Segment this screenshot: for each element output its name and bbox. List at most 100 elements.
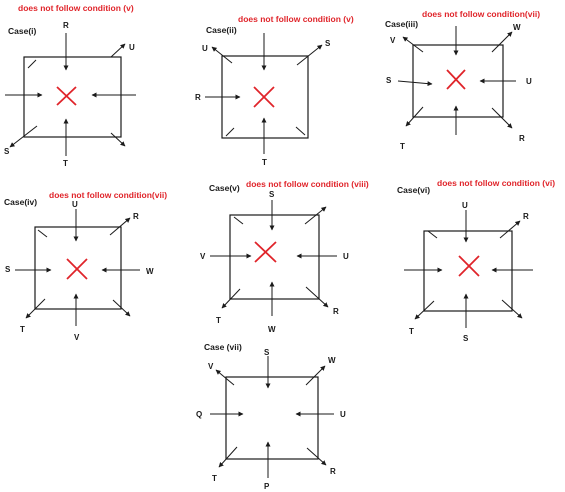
case-6-label-top: U — [462, 201, 468, 210]
case-2-top-right-arrow — [296, 44, 323, 66]
case-3-diagram: does not follow condition(vii) Case(iii)… — [385, 9, 540, 151]
case-1-bottom-left-arrow — [9, 125, 38, 148]
case-5-label-right: U — [343, 252, 349, 261]
case-2-label: Case(ii) — [206, 25, 237, 35]
case-3-label-top-left: V — [390, 36, 396, 45]
case-3-label-top-right: W — [513, 23, 521, 32]
case-5-label-top: S — [269, 190, 275, 199]
case-3-label-bottom-right: R — [519, 134, 525, 143]
case-3-top-right-arrow — [491, 31, 513, 53]
case-6-top-left-tick — [427, 230, 438, 239]
case-5-bottom-left-arrow — [221, 288, 241, 309]
case-5-label-bottom: W — [268, 325, 276, 334]
case-2-label-top-left: U — [202, 44, 208, 53]
case-7-label-top-left: V — [208, 362, 214, 371]
case-3-label-right: U — [526, 77, 532, 86]
case-6-label: Case(vi) — [397, 185, 430, 195]
case-7-label-bottom-right: R — [330, 467, 336, 476]
case-1-label-top: R — [63, 21, 69, 30]
case-1-label: Case(i) — [8, 26, 37, 36]
case-4-note: does not follow condition(vii) — [49, 190, 167, 200]
case-5-diagram: does not follow condition (viii) Case(v)… — [200, 179, 369, 334]
case-3-label: Case(iii) — [385, 19, 418, 29]
case-5-cross-b — [254, 241, 277, 263]
case-6-bottom-right-arrow — [501, 299, 523, 319]
case-7-top-left-arrow — [215, 369, 235, 386]
case-4-label-bottom: V — [74, 333, 80, 342]
case-5-box — [229, 214, 320, 300]
case-4-top-left-tick — [37, 229, 48, 238]
case-6-label-top-right: R — [523, 212, 529, 221]
case-6-bottom-left-arrow — [414, 300, 435, 320]
case-2-top-left-arrow — [211, 46, 233, 64]
case-1-label-bottom: T — [63, 159, 68, 168]
case-5-label-bottom-right: R — [333, 307, 339, 316]
case-7-label-bottom-left: T — [212, 474, 217, 483]
case-3-cross-b — [446, 69, 466, 90]
case-6-top-right-arrow — [499, 220, 521, 239]
case-4-label-top: U — [72, 200, 78, 209]
case-2-label-bottom: T — [262, 158, 267, 167]
case-4-label-bottom-left: T — [20, 325, 25, 334]
case-3-bottom-left-arrow — [405, 106, 424, 127]
case-7-box — [225, 376, 319, 460]
case-5-top-left-tick — [233, 216, 244, 225]
case-3-left-arrow — [397, 80, 433, 87]
case-3-label-left: S — [386, 76, 392, 85]
case-1-top-left-tick — [27, 59, 37, 69]
case-4-bottom-left-arrow — [25, 298, 46, 319]
case-4-bottom-right-arrow — [112, 299, 131, 317]
case-3-label-bottom-left: T — [400, 142, 405, 151]
case-5-bottom-right-arrow — [305, 286, 329, 308]
case-1-bottom-right-arrow — [110, 132, 126, 147]
case-1-note: does not follow condition (v) — [18, 3, 134, 13]
case-6-note: does not follow condition (vi) — [437, 178, 555, 188]
case-4-label-top-right: R — [133, 212, 139, 221]
case-2-diagram: does not follow condition (v) Case(ii) U… — [195, 14, 354, 167]
case-7-label-top: S — [264, 348, 270, 357]
case-1-label-bottom-left: S — [4, 147, 10, 156]
case-5-top-right-arrow — [304, 206, 327, 225]
case-6-cross-b — [458, 255, 480, 277]
case-1-label-top-right: U — [129, 43, 135, 52]
case-2-bottom-left-tick — [225, 127, 235, 137]
case-4-diagram: does not follow condition(vii) Case(iv) … — [4, 190, 167, 342]
case-1-cross-b — [56, 86, 77, 106]
case-5-note: does not follow condition (viii) — [246, 179, 369, 189]
case-6-label-bottom-left: T — [409, 327, 414, 336]
case-1-diagram: does not follow condition (v) Case(i) R … — [4, 3, 136, 168]
case-4-cross-b — [66, 258, 88, 280]
case-3-note: does not follow condition(vii) — [422, 9, 540, 19]
case-7-label-left: Q — [196, 410, 202, 419]
case-5-label: Case(v) — [209, 183, 240, 193]
case-5-label-left: V — [200, 252, 206, 261]
case-4-top-right-arrow — [109, 217, 131, 236]
case-7-label: Case (vii) — [204, 342, 242, 352]
case-4-label-left: S — [5, 265, 11, 274]
case-7-label-top-right: W — [328, 356, 336, 365]
case-7-bottom-left-arrow — [218, 446, 238, 468]
case-1-top-right-arrow — [110, 43, 126, 58]
case-3-top-left-arrow — [402, 36, 424, 53]
case-7-label-bottom: P — [264, 482, 270, 491]
case-7-top-right-arrow — [305, 365, 326, 386]
case-6-diagram: does not follow condition (vi) Case(vi) … — [397, 178, 555, 343]
case-4-label-right: W — [146, 267, 154, 276]
case-2-label-top-right: S — [325, 39, 331, 48]
case-7-label-right: U — [340, 410, 346, 419]
case-4-box — [34, 226, 122, 310]
case-1-box — [23, 56, 122, 138]
case-6-label-bottom: S — [463, 334, 469, 343]
case-2-note: does not follow condition (v) — [238, 14, 354, 24]
case-2-label-left: R — [195, 93, 201, 102]
case-5-label-bottom-left: T — [216, 316, 221, 325]
case-7-bottom-right-arrow — [306, 447, 327, 466]
case-2-cross-b — [253, 86, 275, 108]
case-7-diagram: Case (vii) S V W Q U T P R — [196, 342, 346, 491]
case-6-box — [423, 230, 513, 312]
case-3-bottom-right-arrow — [491, 107, 513, 129]
case-4-label: Case(iv) — [4, 197, 37, 207]
case-2-bottom-right-tick — [295, 126, 306, 136]
